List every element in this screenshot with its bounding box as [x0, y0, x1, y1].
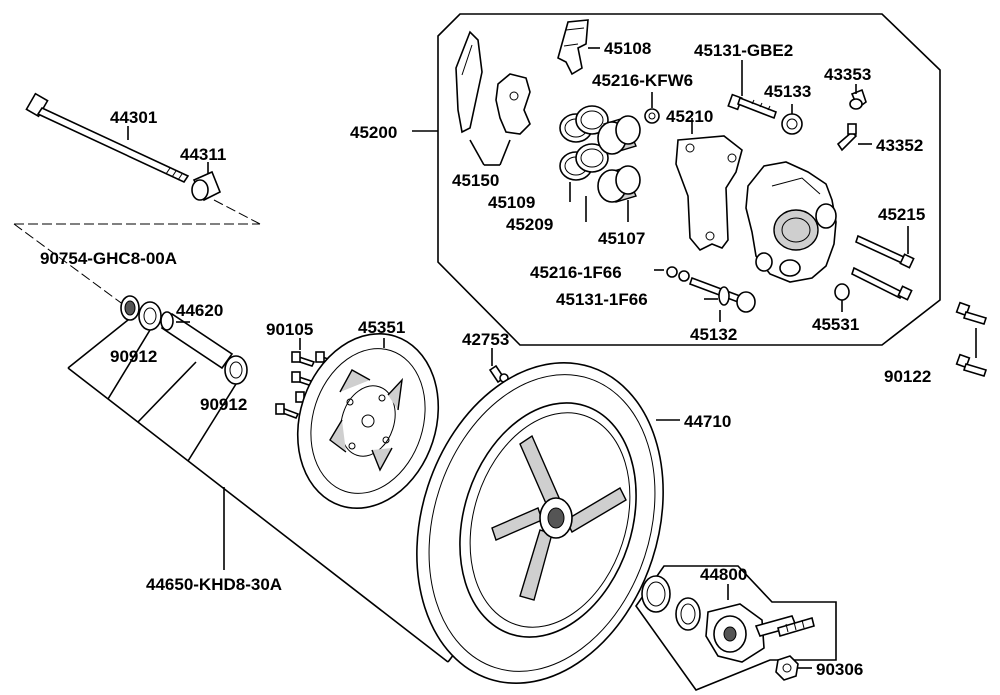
label-45351: 45351 — [358, 318, 405, 337]
label-44800: 44800 — [700, 565, 747, 584]
label-45209: 45209 — [506, 215, 553, 234]
label-90754-ghc8-00a: 90754-GHC8-00A — [40, 249, 177, 268]
label-45131-1f66: 45131-1F66 — [556, 290, 648, 309]
label-45131-gbe2: 45131-GBE2 — [694, 41, 793, 60]
caliper-bolt-upper — [727, 93, 777, 120]
brake-disc — [296, 332, 440, 510]
label-44311: 44311 — [180, 145, 226, 164]
caliper-nut-upper — [781, 113, 803, 135]
label-45108: 45108 — [604, 39, 651, 58]
pin-washer-upper — [644, 108, 660, 124]
label-44710: 44710 — [684, 412, 731, 431]
front-wheel — [416, 362, 664, 684]
brake-pad-right — [495, 73, 531, 135]
label-90122: 90122 — [884, 367, 931, 386]
label-45215: 45215 — [878, 205, 925, 224]
bearing-left — [138, 301, 162, 331]
axle-nut — [775, 655, 799, 681]
brake-pistons — [597, 115, 641, 203]
projection-line-c — [13, 223, 129, 309]
label-44301: 44301 — [110, 108, 157, 127]
wheel-assy-line-b3 — [187, 383, 237, 462]
front-axle — [25, 92, 190, 184]
label-45109: 45109 — [488, 193, 535, 212]
label-45216-kfw6: 45216-KFW6 — [592, 71, 693, 90]
caliper-mount-bolts — [955, 301, 988, 377]
label-45210: 45210 — [666, 107, 713, 126]
leader-45150-a — [469, 139, 485, 166]
speedo-seal — [641, 575, 671, 613]
caliper-body — [745, 161, 837, 283]
label-42753: 42753 — [462, 330, 509, 349]
leader-45150-b — [499, 139, 511, 166]
nut-45531 — [834, 283, 850, 301]
caliper-bolt-lower — [688, 276, 756, 313]
guide-pins — [851, 234, 915, 301]
label-44650-khd8-30a: 44650-KHD8-30A — [146, 575, 282, 594]
label-90912-right: 90912 — [200, 395, 247, 414]
label-90306: 90306 — [816, 660, 863, 679]
wheel-assy-line-b2 — [137, 361, 197, 423]
speedo-gearbox-boundary — [635, 565, 837, 691]
caliper-assembly-boundary — [437, 13, 941, 346]
speedo-cable-screw — [777, 616, 815, 638]
oil-seal — [120, 295, 140, 321]
pin-washer-lower — [666, 266, 690, 282]
label-45132: 45132 — [690, 325, 737, 344]
wheel-assy-line-b1 — [107, 329, 151, 400]
pad-spring — [557, 19, 589, 76]
bearing-right — [224, 355, 248, 385]
bleeder-cap — [849, 88, 867, 110]
label-45107: 45107 — [598, 229, 645, 248]
label-90912-left: 90912 — [110, 347, 157, 366]
projection-line-b — [213, 199, 261, 225]
brake-pad-left — [455, 30, 483, 134]
axle-collar — [191, 170, 222, 202]
bleeder-screw — [836, 123, 858, 152]
speedo-drive-ring — [675, 597, 701, 631]
tire-valve — [488, 364, 509, 384]
speedo-gear-box — [705, 603, 798, 663]
label-43353: 43353 — [824, 65, 871, 84]
wheel-assy-line-top — [67, 319, 129, 369]
wheel-assy-line-main — [67, 367, 449, 663]
label-45531: 45531 — [812, 315, 859, 334]
label-43352: 43352 — [876, 136, 923, 155]
label-44620: 44620 — [176, 301, 223, 320]
label-45216-1f66: 45216-1F66 — [530, 263, 622, 282]
distance-collar — [160, 311, 234, 370]
label-90105: 90105 — [266, 320, 313, 339]
caliper-bracket — [675, 135, 743, 251]
label-45133: 45133 — [764, 82, 811, 101]
piston-seals — [559, 105, 609, 181]
label-45150: 45150 — [452, 171, 499, 190]
label-45200: 45200 — [350, 123, 397, 142]
